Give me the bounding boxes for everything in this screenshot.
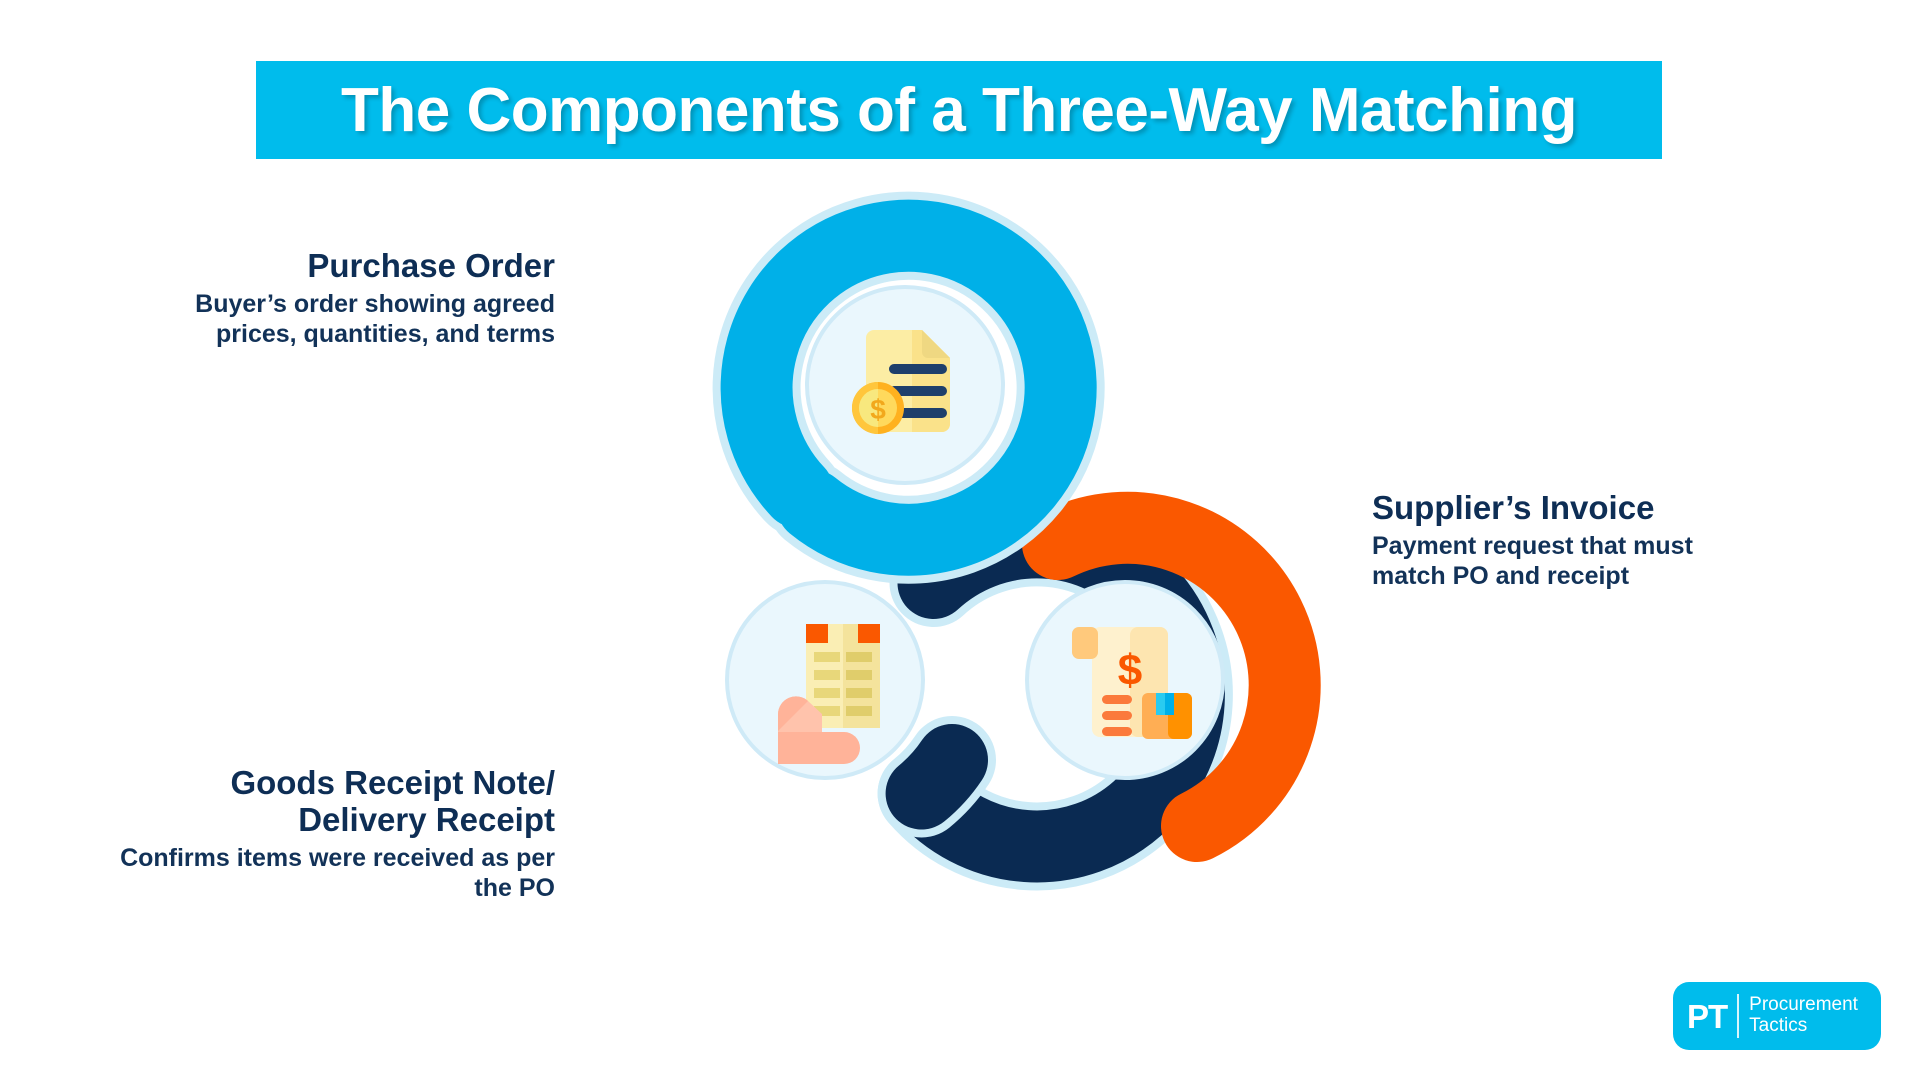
ring-purchase-order bbox=[712, 191, 1105, 584]
orange-ring-arc bbox=[1022, 491, 1321, 862]
ring-suppliers-invoice bbox=[1022, 491, 1321, 862]
invoice-line-3 bbox=[1102, 727, 1132, 736]
receipt-row-4b bbox=[846, 706, 872, 716]
invoice-with-card-icon: $ bbox=[1072, 627, 1192, 739]
receipt-tab-left bbox=[806, 624, 828, 643]
label-goods-receipt-note-description: Confirms items were received as per the … bbox=[120, 843, 555, 903]
cyan-ring-arc bbox=[720, 199, 1097, 576]
label-purchase-order-description: Buyer’s order showing agreed prices, qua… bbox=[195, 289, 555, 349]
receipt-row-3a bbox=[814, 688, 840, 698]
hand-knuckle-shade bbox=[778, 696, 808, 731]
inner-circle-purchase-order: $ bbox=[805, 285, 1005, 485]
invoice-curl-tab bbox=[1072, 627, 1098, 659]
receipt-row-2a bbox=[814, 670, 840, 680]
logo-word-line1: Procurement bbox=[1749, 994, 1858, 1016]
hand-palm bbox=[778, 732, 860, 764]
label-purchase-order-title: Purchase Order bbox=[307, 247, 555, 284]
logo-procurement-tactics[interactable]: PT Procurement Tactics bbox=[1673, 982, 1881, 1050]
navy-ring-tail-overlay bbox=[877, 716, 996, 838]
doc-line-2 bbox=[889, 386, 947, 396]
doc-fold-corner bbox=[922, 330, 950, 358]
coin-inner-light bbox=[859, 389, 878, 427]
invoice-dollar-glyph: $ bbox=[1118, 646, 1142, 695]
doc-line-1 bbox=[889, 364, 947, 374]
inner-circle-goods-receipt-note bbox=[725, 580, 925, 780]
logo-mark: PT bbox=[1687, 997, 1728, 1035]
document-with-coin-icon: $ bbox=[852, 330, 950, 434]
navy-tail bbox=[885, 724, 988, 830]
label-goods-receipt-note-title: Goods Receipt Note/ Delivery Receipt bbox=[90, 764, 555, 839]
hand-holding-receipt-icon bbox=[778, 624, 880, 764]
receipt-row-4a bbox=[814, 706, 840, 716]
receipt-row-1b bbox=[846, 652, 872, 662]
logo-word-line2: Tactics bbox=[1749, 1015, 1808, 1036]
receipt-row-1a bbox=[814, 652, 840, 662]
logo-divider bbox=[1737, 994, 1740, 1038]
inner-circle-suppliers-invoice: $ bbox=[1025, 580, 1225, 780]
logo-wordmark: Procurement Tactics bbox=[1749, 995, 1858, 1036]
label-suppliers-invoice: Supplier’s Invoice Payment request that … bbox=[1372, 489, 1772, 592]
credit-card-chip-shade bbox=[1165, 693, 1174, 715]
receipt-row-2b bbox=[846, 670, 872, 680]
receipt-tab-right bbox=[858, 624, 880, 643]
label-goods-receipt-note-title-line1: Goods Receipt Note/ bbox=[230, 764, 555, 801]
receipt-row-3b bbox=[846, 688, 872, 698]
invoice-line-1 bbox=[1102, 695, 1132, 704]
label-goods-receipt-note: Goods Receipt Note/ Delivery Receipt Con… bbox=[90, 764, 555, 904]
label-goods-receipt-note-title-line2: Delivery Receipt bbox=[298, 800, 555, 838]
label-suppliers-invoice-title: Supplier’s Invoice bbox=[1372, 489, 1655, 526]
coin-dollar-glyph: $ bbox=[870, 394, 886, 425]
label-suppliers-invoice-description: Payment request that must match PO and r… bbox=[1372, 531, 1693, 591]
title-banner: The Components of a Three-Way Matching bbox=[256, 61, 1662, 159]
label-purchase-order: Purchase Order Buyer’s order showing agr… bbox=[120, 247, 555, 350]
three-way-matching-diagram: $ bbox=[560, 180, 1400, 1000]
invoice-line-2 bbox=[1102, 711, 1132, 720]
page-title: The Components of a Three-Way Matching bbox=[341, 75, 1578, 145]
